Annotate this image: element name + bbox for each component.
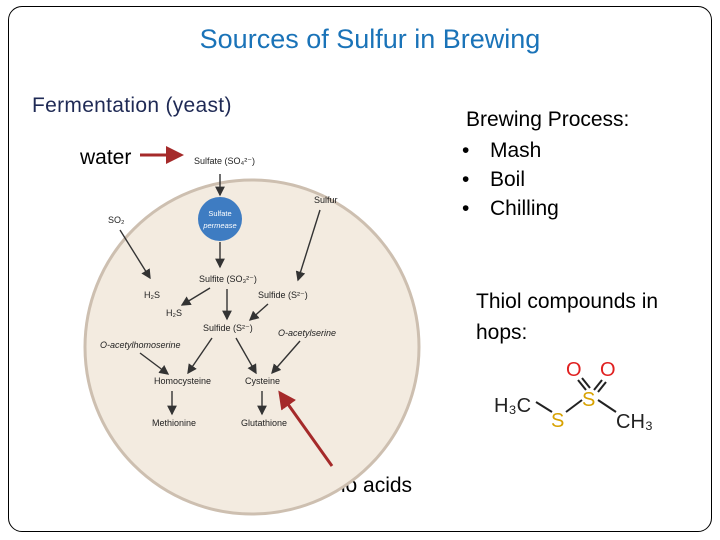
so2-arrow	[119, 229, 151, 280]
yeast-cell	[83, 178, 421, 516]
o-acetylserine-label: O-acetylserine	[278, 328, 336, 338]
sulfur-arrow	[295, 209, 321, 282]
sulfide-to-homocysteine-arrow	[187, 337, 213, 375]
sulfite-to-h2s-arrow	[180, 287, 211, 306]
sulfide-right-label: Sulfide (S²⁻)	[258, 290, 308, 300]
so2-label: SO₂	[108, 215, 125, 225]
bond-bridge	[565, 399, 583, 413]
o-acetylhomoserine-label: O-acetylhomoserine	[100, 340, 181, 350]
sulfide-to-cysteine-arrow	[235, 337, 257, 375]
double-bond-o1-a	[577, 379, 587, 391]
sulfate-outer-label: Sulfate (SO₄²⁻)	[194, 156, 255, 166]
sulfur-label: Sulfur	[314, 195, 338, 205]
list-item-label: Mash	[490, 139, 542, 162]
molecule-center-s: S	[582, 389, 595, 411]
list-item-label: Chilling	[490, 197, 559, 220]
slide-frame	[8, 6, 712, 532]
water-label: water	[80, 146, 132, 169]
molecule-left-group: H₃C	[494, 395, 531, 417]
glutathione-label: Glutathione	[241, 418, 287, 428]
double-bond-o1-b	[581, 377, 591, 389]
molecule-bridge-s: S	[551, 410, 564, 432]
slide-title: Sources of Sulfur in Brewing	[199, 24, 541, 54]
list-item-label: Boil	[490, 168, 526, 191]
thiol-label: Thiol compounds in hops:	[476, 290, 659, 344]
double-bond-o2-a	[593, 379, 603, 391]
homoserine-arrow	[139, 352, 170, 375]
serine-arrow	[271, 340, 301, 375]
sulfide-right-arrow	[248, 303, 269, 321]
h2s-lower-label: H₂S	[166, 308, 182, 318]
methionine-label: Methionine	[152, 418, 196, 428]
list-item: •Boil	[462, 168, 526, 191]
sulfate-permease	[198, 197, 242, 241]
permease-label-2: permease	[202, 221, 236, 230]
list-item: •Mash	[462, 139, 542, 162]
molecule-oxygen-1: O	[566, 359, 582, 381]
permease-label-1: Sulfate	[208, 209, 231, 218]
fermentation-label: Fermentation (yeast)	[32, 94, 232, 117]
sulfide-center-label: Sulfide (S²⁻)	[203, 323, 253, 333]
amino-acids-arrow	[278, 390, 334, 467]
bond-left	[535, 401, 553, 413]
molecule-oxygen-2: O	[600, 359, 616, 381]
cysteine-label: Cysteine	[245, 376, 280, 386]
homocysteine-label: Homocysteine	[154, 376, 211, 386]
brewing-process-heading: Brewing Process:	[466, 108, 630, 131]
sulfite-label: Sulfite (SO₃²⁻)	[199, 274, 257, 284]
molecule-right-group: CH₃	[616, 411, 653, 433]
brewing-process-list: •Mash •Boil •Chilling	[462, 136, 559, 223]
list-item: •Chilling	[462, 197, 559, 220]
bond-right	[597, 399, 617, 413]
double-bond-o2-b	[597, 381, 607, 393]
h2s-upper-label: H₂S	[144, 290, 160, 300]
